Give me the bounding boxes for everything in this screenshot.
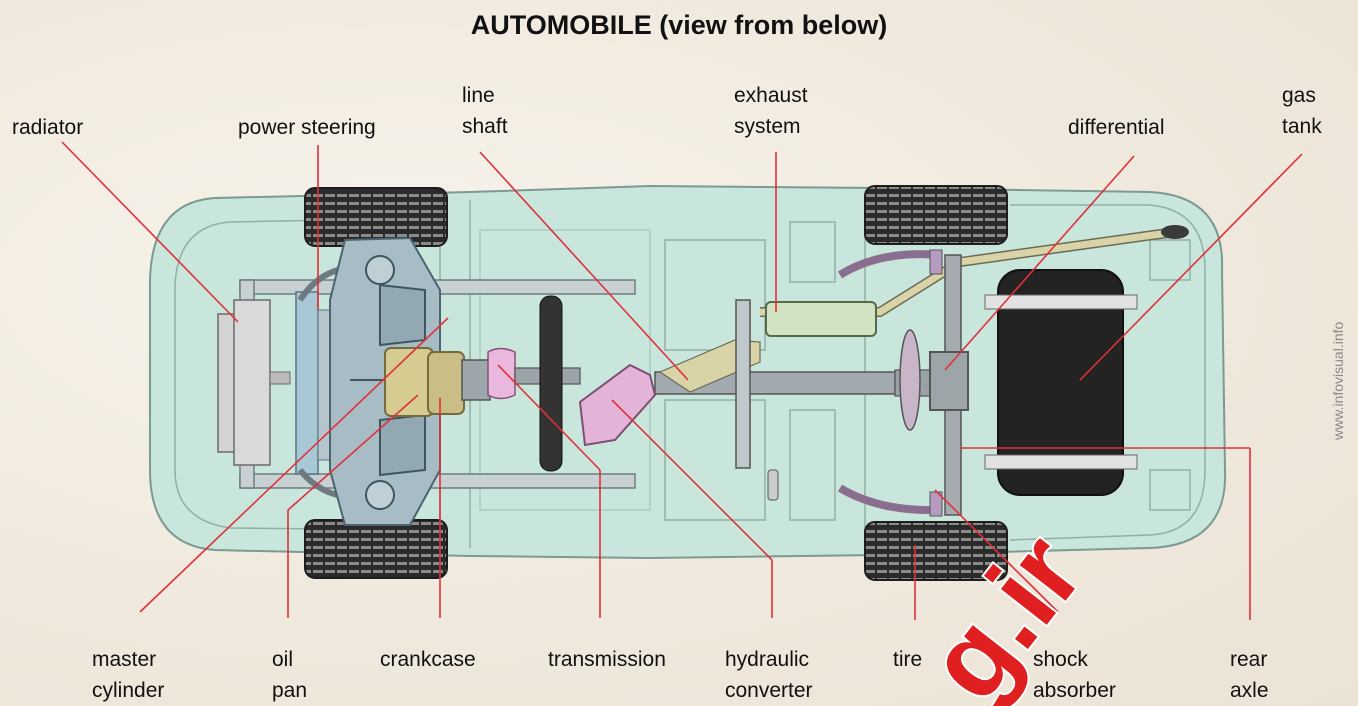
leader-differential [944, 155, 1135, 371]
crankcase-shape [384, 347, 465, 417]
tires [304, 185, 1008, 581]
fuel-filter [767, 469, 779, 501]
stamp-watermark: g.ir [902, 510, 1108, 706]
leader-gas-tank [1079, 153, 1303, 381]
leader-line-shaft [479, 151, 689, 381]
leader-hydraulic-converter-diag [611, 399, 773, 561]
leader-shock-absorber [934, 489, 1059, 613]
leader-lines [61, 141, 1303, 620]
label-crankcase: crankcase [380, 648, 476, 671]
exhaust-pipe [760, 225, 1189, 337]
transmission-shape [461, 347, 516, 401]
label-radiator: radiator [12, 116, 84, 139]
label-power-steering: power steering [238, 116, 376, 139]
leader-radiator [61, 141, 239, 323]
leader-transmission-diag [497, 364, 601, 471]
diagram-title: AUTOMOBILE (view from below) [470, 10, 888, 40]
label-tire: tire [893, 648, 923, 671]
cross-members [539, 295, 751, 472]
drive-shafts [514, 339, 931, 397]
label-transmission: transmission [548, 648, 666, 671]
rear-axle-assembly [837, 249, 969, 517]
leader-oil-pan-diag [287, 394, 419, 511]
svg-text:g.ir: g.ir [904, 512, 1106, 706]
leader-master-cylinder [139, 317, 449, 613]
gas-tank-shape [984, 269, 1138, 496]
radiator-shape [217, 299, 291, 466]
watermark: www.infovisual.info [1330, 321, 1346, 440]
label-differential: differential [1068, 116, 1165, 139]
